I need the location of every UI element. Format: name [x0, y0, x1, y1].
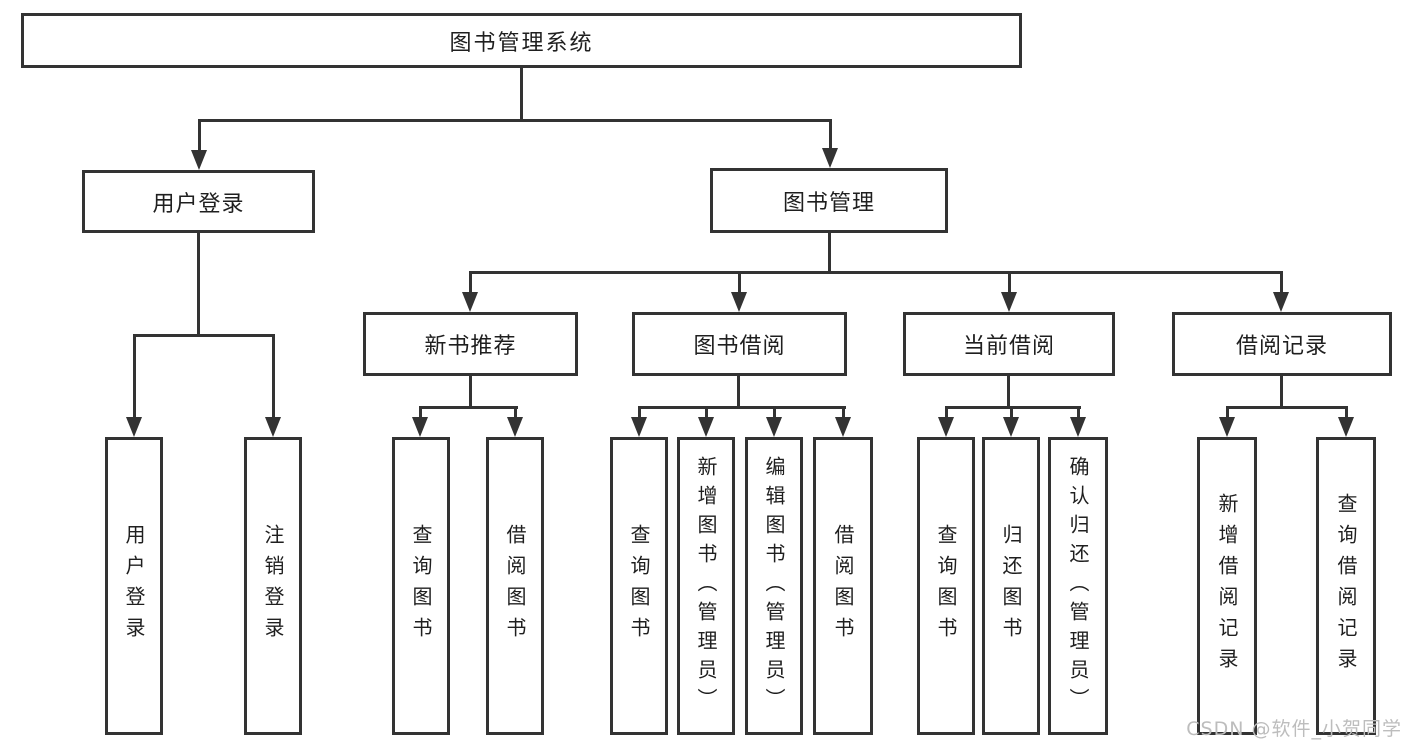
- arrowhead: [126, 417, 142, 437]
- node-leaf-bb-add-label: 新增图书（管理员）: [694, 455, 718, 717]
- node-current-borrow: 当前借阅: [903, 312, 1115, 376]
- arrowhead: [822, 148, 838, 168]
- connector-line: [198, 119, 201, 152]
- connector-line: [1280, 376, 1283, 408]
- node-leaf-bb-edit: 编辑图书（管理员）: [745, 437, 803, 735]
- arrowhead: [631, 417, 647, 437]
- node-leaf-bb-add: 新增图书（管理员）: [677, 437, 735, 735]
- connector-line: [638, 406, 846, 409]
- node-borrow-records: 借阅记录: [1172, 312, 1392, 376]
- connector-line: [737, 376, 740, 408]
- arrowhead: [766, 417, 782, 437]
- node-leaf-bb-borrow: 借阅图书: [813, 437, 873, 735]
- node-user-login-label: 用户登录: [152, 191, 245, 217]
- node-root: 图书管理系统: [21, 13, 1022, 68]
- arrowhead: [191, 150, 207, 170]
- connector-line: [738, 271, 741, 294]
- connector-line: [520, 68, 523, 121]
- connector-line: [419, 406, 518, 409]
- connector-line: [1077, 406, 1080, 419]
- node-leaf-br-query-label: 查询借阅记录: [1334, 493, 1358, 679]
- arrowhead: [938, 417, 954, 437]
- arrowhead: [462, 292, 478, 312]
- node-leaf-cb-return-label: 归还图书: [999, 524, 1023, 648]
- arrowhead: [731, 292, 747, 312]
- connector-line: [469, 271, 1283, 274]
- node-user-login: 用户登录: [82, 170, 315, 233]
- connector-line: [419, 406, 422, 419]
- node-leaf-nbr-borrow: 借阅图书: [486, 437, 544, 735]
- node-leaf-nbr-borrow-label: 借阅图书: [503, 524, 527, 648]
- connector-line: [198, 119, 832, 122]
- watermark: CSDN @软件_小贺同学: [1186, 718, 1402, 740]
- connector-line: [829, 119, 832, 150]
- connector-line: [945, 406, 948, 419]
- node-leaf-bb-query: 查询图书: [610, 437, 668, 735]
- node-book-borrow-label: 图书借阅: [693, 334, 786, 359]
- node-leaf-bb-borrow-label: 借阅图书: [831, 524, 855, 648]
- node-leaf-cb-query-label: 查询图书: [934, 524, 958, 648]
- node-leaf-cb-confirm: 确认归还（管理员）: [1048, 437, 1108, 735]
- connector-line: [197, 233, 200, 336]
- arrowhead: [1070, 417, 1086, 437]
- connector-line: [1226, 406, 1348, 409]
- node-leaf-bb-query-label: 查询图书: [627, 524, 651, 648]
- arrowhead: [1219, 417, 1235, 437]
- arrowhead: [1273, 292, 1289, 312]
- node-leaf-nbr-query: 查询图书: [392, 437, 450, 735]
- connector-line: [272, 334, 275, 419]
- connector-line: [469, 271, 472, 294]
- connector-line: [828, 233, 831, 273]
- connector-line: [1345, 406, 1348, 419]
- node-leaf-cb-return: 归还图书: [982, 437, 1040, 735]
- node-leaf-cb-query: 查询图书: [917, 437, 975, 735]
- arrowhead: [698, 417, 714, 437]
- connector-line: [638, 406, 641, 419]
- node-book-borrow: 图书借阅: [632, 312, 847, 376]
- node-leaf-br-query: 查询借阅记录: [1316, 437, 1376, 735]
- node-new-book-rec-label: 新书推荐: [424, 334, 517, 359]
- node-new-book-rec: 新书推荐: [363, 312, 578, 376]
- node-leaf-br-add: 新增借阅记录: [1197, 437, 1257, 735]
- connector-line: [133, 334, 275, 337]
- connector-line: [773, 406, 776, 419]
- node-leaf-logout: 注销登录: [244, 437, 302, 735]
- node-leaf-bb-edit-label: 编辑图书（管理员）: [762, 455, 786, 717]
- arrowhead: [1338, 417, 1354, 437]
- connector-line: [469, 376, 472, 408]
- arrowhead: [1001, 292, 1017, 312]
- node-leaf-user-login: 用户登录: [105, 437, 163, 735]
- connector-line: [1007, 376, 1010, 408]
- arrowhead: [1003, 417, 1019, 437]
- arrowhead: [265, 417, 281, 437]
- connector-line: [945, 406, 1081, 409]
- node-leaf-user-login-label: 用户登录: [122, 524, 146, 648]
- node-leaf-logout-label: 注销登录: [261, 524, 285, 648]
- connector-line: [133, 334, 136, 419]
- arrowhead: [507, 417, 523, 437]
- node-borrow-records-label: 借阅记录: [1235, 334, 1328, 359]
- connector-line: [1280, 271, 1283, 294]
- node-root-label: 图书管理系统: [449, 30, 594, 56]
- connector-line: [705, 406, 708, 419]
- connector-line: [1010, 406, 1013, 419]
- node-book-mgmt: 图书管理: [710, 168, 948, 233]
- node-leaf-nbr-query-label: 查询图书: [409, 524, 433, 648]
- node-leaf-br-add-label: 新增借阅记录: [1215, 493, 1239, 679]
- arrowhead: [412, 417, 428, 437]
- connector-line: [1226, 406, 1229, 419]
- connector-line: [514, 406, 517, 419]
- arrowhead: [835, 417, 851, 437]
- connector-line: [1008, 271, 1011, 294]
- node-leaf-cb-confirm-label: 确认归还（管理员）: [1066, 455, 1090, 717]
- node-current-borrow-label: 当前借阅: [962, 334, 1055, 359]
- node-book-mgmt-label: 图书管理: [782, 190, 875, 216]
- connector-line: [842, 406, 845, 419]
